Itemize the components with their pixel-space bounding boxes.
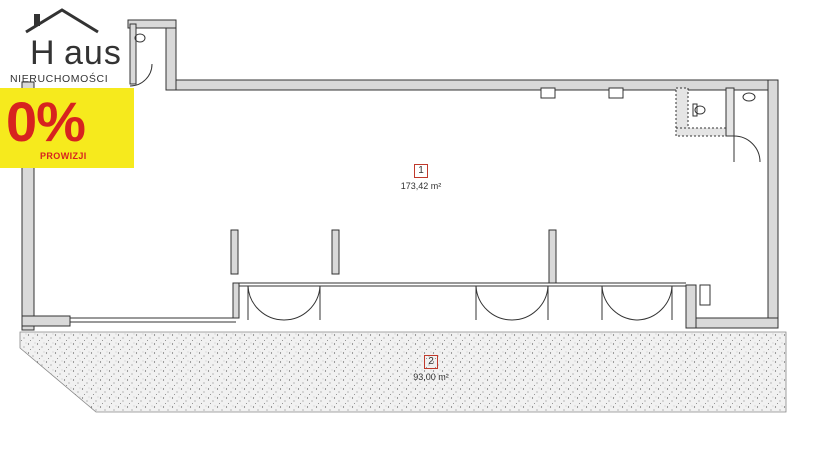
room-area: 173,42 m² xyxy=(400,181,442,191)
front-glazing xyxy=(70,282,686,323)
badge-sub-text: PROWIZJI xyxy=(40,151,87,161)
commission-badge: 0% PROWIZJI xyxy=(0,88,134,168)
logo: H aus NIERUCHOMOŚCI xyxy=(8,6,128,86)
room-number: 2 xyxy=(424,355,438,369)
room-area: 93,00 m² xyxy=(413,372,449,382)
logo-subtitle: NIERUCHOMOŚCI xyxy=(10,73,109,85)
logo-brand-rest: aus xyxy=(64,34,122,72)
terrace-area xyxy=(19,331,787,413)
room-label-1: 1 173,42 m² xyxy=(386,164,456,191)
wall-niches xyxy=(540,87,711,306)
front-doors xyxy=(247,285,673,321)
room-label-2: 2 93,00 m² xyxy=(396,355,466,382)
house-roof-icon xyxy=(25,8,99,34)
logo-brand-h: H xyxy=(30,34,55,72)
room-number: 1 xyxy=(414,164,428,178)
wc-block xyxy=(675,87,761,163)
badge-main-text: 0% xyxy=(6,90,86,153)
partition-columns xyxy=(230,229,557,319)
annex-fixtures xyxy=(129,33,153,87)
